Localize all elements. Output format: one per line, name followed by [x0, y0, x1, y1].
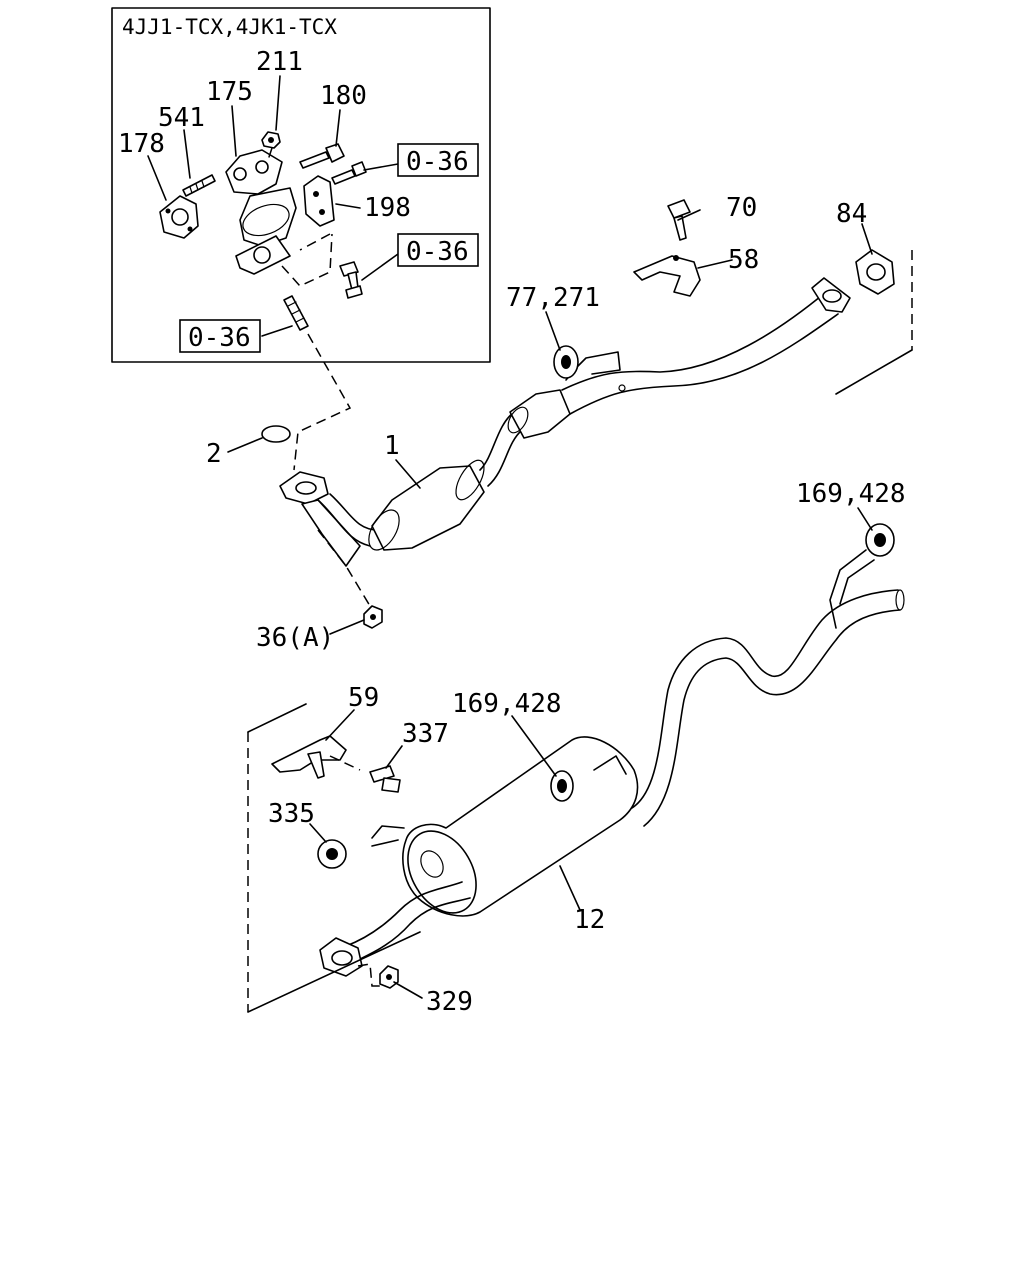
bolt-upper-0-36: [331, 161, 367, 185]
bolt-lower-0-36: [339, 261, 363, 299]
nut-36a: [363, 605, 383, 629]
label-198: 198: [364, 193, 411, 223]
label-2: 2: [206, 439, 222, 469]
muffler-12: [319, 549, 905, 977]
label-59: 59: [348, 683, 379, 713]
label-337: 337: [402, 719, 449, 749]
label-211: 211: [256, 47, 303, 77]
label-84: 84: [836, 199, 867, 229]
label-36a: 36(A): [256, 623, 334, 653]
label-70: 70: [726, 193, 757, 223]
bolt-180: [299, 143, 345, 169]
label-541: 541: [158, 103, 205, 133]
hanger-bracket-58: [633, 255, 701, 297]
label-58: 58: [728, 245, 759, 275]
svg-text:0-36: 0-36: [188, 323, 251, 353]
svg-text:0-36: 0-36: [406, 237, 469, 267]
nut-211: [261, 131, 281, 149]
inset-header: 4JJ1-TCX,4JK1-TCX: [122, 15, 337, 39]
rubber-mount-77-271: [553, 345, 579, 379]
label-178: 178: [118, 129, 165, 159]
ref-box-0-36-upper: 0-36: [397, 143, 479, 177]
label-12: 12: [574, 905, 605, 935]
inset-frame: [111, 7, 491, 363]
label-329: 329: [426, 987, 473, 1017]
inset-catalytic-converter: [225, 149, 297, 275]
label-77-271: 77,271: [506, 283, 600, 313]
label-175: 175: [206, 77, 253, 107]
label-180: 180: [320, 81, 367, 111]
bolt-337: [369, 765, 401, 793]
svg-text:0-36: 0-36: [406, 147, 469, 177]
bracket-198: [303, 175, 335, 227]
label-335: 335: [268, 799, 315, 829]
gasket-84: [855, 249, 895, 295]
bracket-59: [271, 735, 347, 779]
rubber-mount-169-428-lower: [550, 770, 574, 802]
stud-541: [182, 174, 216, 197]
ref-box-0-36-middle: 0-36: [397, 233, 479, 267]
engine-variant-inset: 4JJ1-TCX,4JK1-TCX: [111, 7, 491, 363]
rubber-mount-169-428-upper: [865, 523, 895, 557]
front-exhaust-pipe-1: [279, 277, 851, 567]
exhaust-gasket-178: [159, 195, 199, 239]
stud-lower-0-36: [283, 295, 309, 331]
rubber-mount-335: [317, 839, 347, 869]
label-169-428-upper: 169,428: [796, 479, 906, 509]
label-1: 1: [384, 431, 400, 461]
ref-box-0-36-lower: 0-36: [179, 319, 261, 353]
label-169-428-lower: 169,428: [452, 689, 562, 719]
bolt-70: [667, 199, 691, 241]
gasket-ring-2: [261, 425, 291, 443]
nut-329: [379, 965, 399, 989]
